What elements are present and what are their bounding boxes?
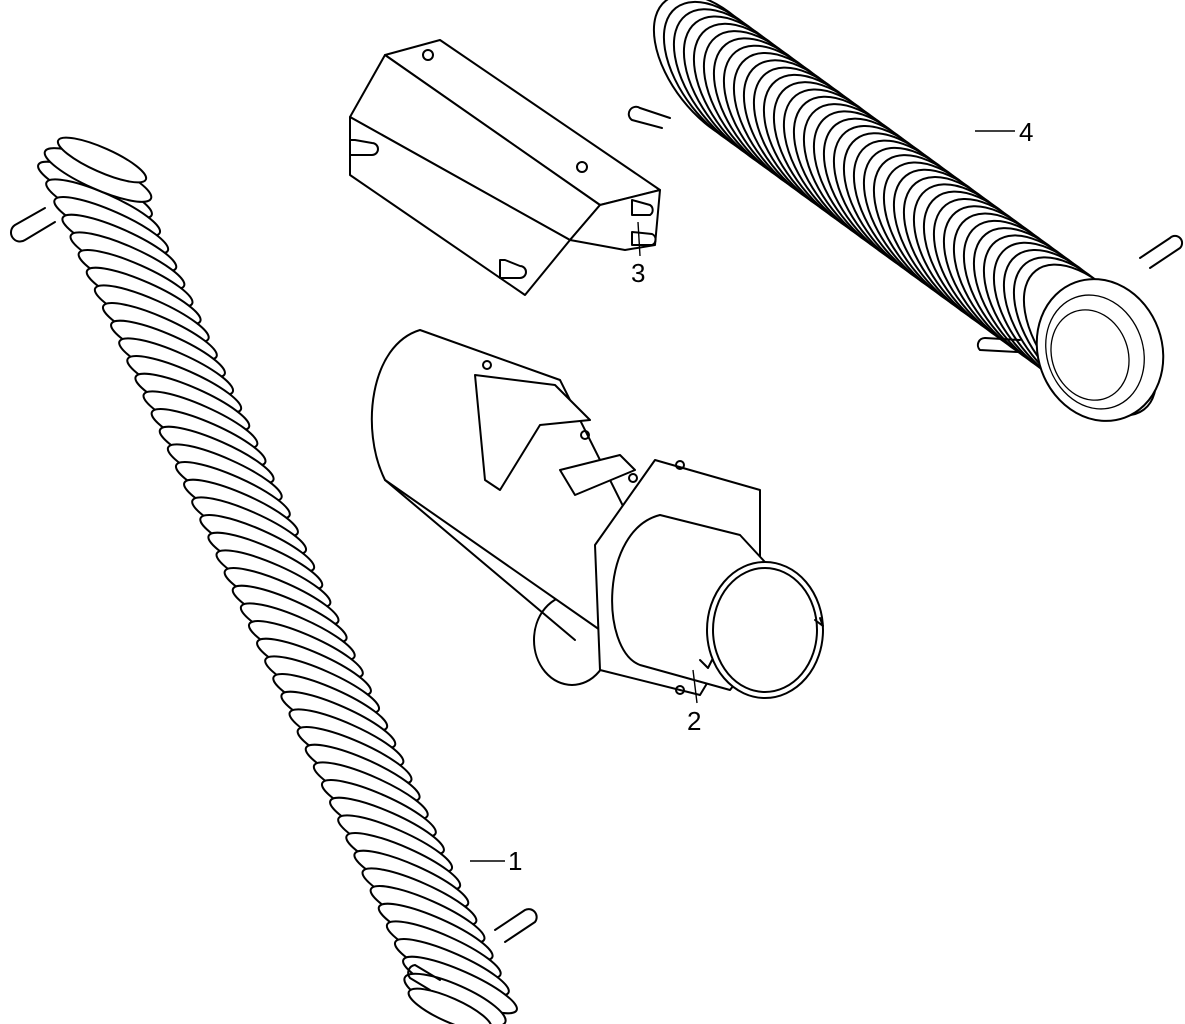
callout-3: 3 [631,221,645,288]
callout-4: 4 [975,117,1033,147]
callout-2: 2 [687,669,701,736]
callout-label-3: 3 [631,258,645,288]
callout-label-1: 1 [508,846,522,876]
callout-1: 1 [470,846,522,876]
corrugated-hose-part-1 [10,136,538,1024]
callout-label-4: 4 [1019,117,1033,147]
callout-label-2: 2 [687,706,701,736]
adapter-cylinder-part-2 [370,329,824,699]
mounting-bracket-part-3 [349,39,661,296]
corrugated-hose-part-4 [627,0,1184,422]
